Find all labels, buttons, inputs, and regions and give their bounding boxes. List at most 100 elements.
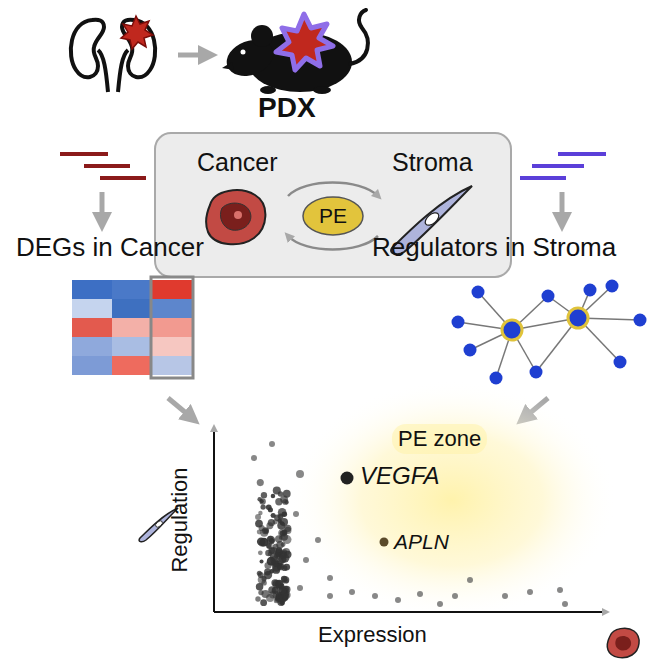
scatter-point [437,601,443,607]
hub-node [568,308,588,328]
network-node [490,372,503,385]
heatmap-cell [112,337,152,356]
scatter-point [259,498,265,504]
scatter-point [327,575,333,581]
scatter-point [257,479,264,486]
scatter-point [281,588,286,593]
scatter-point [296,470,304,478]
axis-title: Expression [318,622,427,648]
scatter-point [281,576,287,582]
scatter-point [260,559,264,563]
node-text: PE [319,204,347,228]
scatter-point [255,596,260,601]
scatter-point [562,601,568,607]
flow-arrow [178,53,208,58]
scatter-point [502,593,508,599]
scatter-point [277,564,282,569]
heatmap-cell [152,299,192,318]
highlight-column [151,277,193,378]
panel-label: Cancer [197,148,278,177]
scatter-point [278,508,287,517]
scatter-point [293,511,299,517]
scatter-point [255,514,261,520]
model-label: PDX [258,92,316,124]
scatter-point [278,555,286,563]
hub-node [502,320,522,340]
network [452,280,647,385]
scatter-point [283,564,290,571]
scatter-point [277,521,285,529]
scatter-point [275,535,283,543]
scatter-point [261,492,267,498]
scatter-point [258,572,264,578]
tumor-icon [607,628,639,657]
network-node [530,366,543,379]
heatmap-cell [72,280,112,299]
scatter-point [417,591,423,597]
network-node [606,280,619,293]
pe-zone-glow [287,380,617,620]
tumor-star [121,16,153,49]
scatter-point [257,537,265,545]
heatmap-cell [112,299,152,318]
tumor-star [276,14,333,70]
scatter-point [271,494,276,499]
flow-arrow [560,192,565,222]
network-node [614,356,627,369]
scatter-point [315,537,321,543]
scatter-point [303,557,309,563]
gene-label: APLN [394,530,449,554]
scatter-point [297,585,303,591]
scatter-point [269,591,276,598]
scatter-point [283,535,292,544]
heatmap-cell [152,337,192,356]
pe-ellipse: PE [302,196,364,236]
heatmap-cell [112,280,152,299]
scatter-point [266,504,272,510]
axis-title: Regulation [167,467,193,572]
mouse-icon [222,10,368,94]
heatmap [72,277,193,378]
heatmap-cell [72,318,112,337]
network-node [584,284,597,297]
gene-label: VEGFA [360,462,440,490]
network-node [542,290,555,303]
panel-label: Stroma [392,148,473,177]
x-axis [214,611,606,613]
scatter-point [395,597,401,603]
heatmap-cell [112,318,152,337]
scatter-point [258,550,263,555]
scatter-point [251,455,257,461]
heatmap-cell [72,299,112,318]
network-node [472,286,485,299]
section-heading: Regulators in Stroma [372,232,616,263]
vegfa-point [341,472,354,485]
node-text: PE zone [398,426,481,452]
scatter-point [327,593,333,599]
scatter-point [277,598,285,606]
scatter-point [273,519,278,524]
scatter-point [269,441,275,447]
scatter-point [271,513,275,517]
scatter-point [259,525,265,531]
flow-arrow [168,398,192,418]
scatter-point [527,589,533,595]
mouse-eye [241,50,246,55]
interaction-arrow [288,183,378,197]
interaction-arrow [288,236,378,250]
scatter-point [260,504,265,509]
scatter-point [467,577,473,583]
scatter-point [269,538,274,543]
tumor-icon [206,190,265,244]
heatmap-cell [152,356,192,375]
heatmap-cell [72,356,112,375]
scatter-point [271,513,276,518]
pe-zone: PE zone [392,424,487,454]
cancer-reads [60,154,146,178]
flow-arrow [100,192,105,222]
scatter-point [272,580,280,588]
scatter-point [267,543,273,549]
scatter-point [349,589,355,595]
